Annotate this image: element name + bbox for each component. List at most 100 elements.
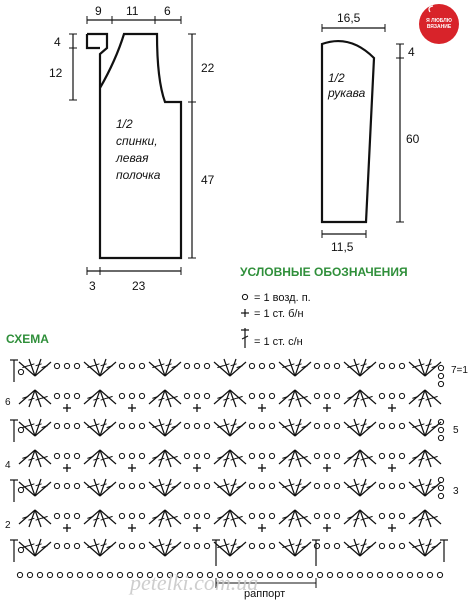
double-crochet-fan xyxy=(83,418,117,437)
chain-stitch xyxy=(378,362,386,370)
legend-item-double: = 1 ст. с/н xyxy=(254,336,303,348)
foundation-chain xyxy=(226,571,234,579)
single-crochet-stitch xyxy=(323,404,331,412)
chain-stitch xyxy=(323,452,331,460)
chain-stitch xyxy=(138,422,146,430)
chain-stitch xyxy=(268,482,276,490)
foundation-chain xyxy=(126,571,134,579)
chain-stitch xyxy=(203,542,211,550)
foundation-chain xyxy=(346,571,354,579)
chain-stitch xyxy=(388,482,396,490)
double-crochet-fan xyxy=(278,389,312,408)
chain-stitch xyxy=(138,452,146,460)
foundation-chain xyxy=(406,571,414,579)
chain-stitch xyxy=(258,452,266,460)
scheme-title: СХЕМА xyxy=(6,332,49,346)
double-crochet-fan xyxy=(343,478,377,497)
foundation-chain xyxy=(386,571,394,579)
chain-stitch xyxy=(378,392,386,400)
chain-stitch xyxy=(118,452,126,460)
chain-stitch xyxy=(128,362,136,370)
chain-stitch xyxy=(313,392,321,400)
foundation-chain xyxy=(136,571,144,579)
chain-stitch xyxy=(388,392,396,400)
chain-stitch xyxy=(388,452,396,460)
chain-stitch xyxy=(128,422,136,430)
chain-stitch xyxy=(378,452,386,460)
chain-stitch xyxy=(73,392,81,400)
chain-stitch xyxy=(437,434,445,442)
chain-stitch xyxy=(138,392,146,400)
chain-stitch xyxy=(398,422,406,430)
chain-stitch xyxy=(17,486,25,494)
chain-stitch xyxy=(63,392,71,400)
chain-stitch xyxy=(73,422,81,430)
double-crochet-fan xyxy=(343,509,377,528)
chain-stitch xyxy=(258,422,266,430)
chain-stitch xyxy=(398,362,406,370)
chain-stitch xyxy=(53,362,61,370)
single-crochet-stitch xyxy=(128,524,136,532)
back-dim-bottom-2: 23 xyxy=(132,279,146,293)
chain-stitch xyxy=(313,362,321,370)
single-crochet-stitch xyxy=(258,464,266,472)
foundation-chain xyxy=(56,571,64,579)
chain-stitch xyxy=(437,418,445,426)
foundation-chain xyxy=(216,571,224,579)
double-crochet-icon xyxy=(241,328,249,348)
double-crochet-fan xyxy=(343,418,377,437)
chain-stitch xyxy=(63,452,71,460)
foundation-chain xyxy=(266,571,274,579)
chain-stitch xyxy=(268,362,276,370)
chain-stitch xyxy=(323,362,331,370)
chain-stitch xyxy=(183,422,191,430)
back-outline xyxy=(87,32,183,260)
chain-stitch xyxy=(248,422,256,430)
chain-stitch xyxy=(323,542,331,550)
sleeve-dim-top: 16,5 xyxy=(337,11,361,25)
row-number-right-7: 7=1 xyxy=(451,365,468,376)
chain-stitch xyxy=(203,482,211,490)
chain-stitch xyxy=(118,392,126,400)
row-number-left-2: 2 xyxy=(5,520,11,531)
foundation-chain xyxy=(106,571,114,579)
double-crochet-fan xyxy=(213,418,247,437)
chain-stitch xyxy=(138,362,146,370)
chain-stitch xyxy=(183,452,191,460)
repeat-bracket: раппорт xyxy=(215,578,317,600)
chain-stitch xyxy=(378,542,386,550)
watermark-text: petelki.com.ua xyxy=(128,570,258,595)
legend-title: УСЛОВНЫЕ ОБОЗНАЧЕНИЯ xyxy=(240,265,408,279)
chain-stitch xyxy=(17,368,25,376)
foundation-chain xyxy=(376,571,384,579)
chain-stitch xyxy=(53,482,61,490)
double-crochet-fan xyxy=(18,509,52,528)
single-crochet-stitch xyxy=(193,524,201,532)
chain-stitch xyxy=(268,422,276,430)
sleeve-dim-right: 60 xyxy=(406,132,420,146)
foundation-chain xyxy=(416,571,424,579)
chain-stitch xyxy=(183,482,191,490)
single-crochet-stitch xyxy=(128,464,136,472)
chain-stitch xyxy=(398,392,406,400)
chain-stitch xyxy=(313,512,321,520)
single-crochet-stitch xyxy=(388,524,396,532)
chain-stitch xyxy=(388,512,396,520)
chain-stitch xyxy=(183,512,191,520)
chain-stitch xyxy=(268,512,276,520)
chain-stitch xyxy=(313,452,321,460)
back-dim-left-1: 4 xyxy=(54,35,61,49)
chain-stitch xyxy=(138,542,146,550)
chain-stitch xyxy=(323,392,331,400)
foundation-chain xyxy=(306,571,314,579)
chain-stitch xyxy=(248,482,256,490)
chain-stitch xyxy=(203,452,211,460)
double-crochet-fan xyxy=(83,449,117,468)
sleeve-dim-bottom: 11,5 xyxy=(331,240,354,254)
chain-stitch xyxy=(437,426,445,434)
foundation-chain xyxy=(276,571,284,579)
back-dim-right-1: 22 xyxy=(201,61,215,75)
chain-stitch xyxy=(437,484,445,492)
row-number-right-3: 3 xyxy=(453,486,459,497)
